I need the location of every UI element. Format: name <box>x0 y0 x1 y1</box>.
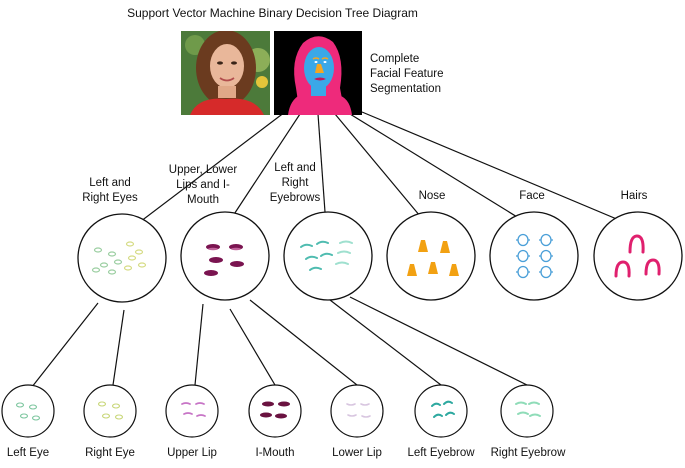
leaf-lower-lip-node <box>330 384 384 438</box>
edge-eyebrows-right-eyebrow <box>349 296 528 386</box>
diagram-title: Support Vector Machine Binary Decision T… <box>127 6 418 20</box>
edge-lips-i-mouth <box>229 308 276 386</box>
leaf-label-upper-lip: Upper Lip <box>167 447 217 459</box>
tree-edges <box>27 111 639 393</box>
category-label-eyebrows: Left and Right Eyebrows <box>269 162 321 204</box>
leaf-right-eye-node <box>83 384 137 438</box>
edge-lips-lower-lip <box>249 299 358 386</box>
leaf-label-right-eye: Right Eye <box>85 447 135 459</box>
category-eyes-node <box>77 213 167 303</box>
edge-root-hairs <box>361 111 639 229</box>
edge-root-lips <box>224 113 301 229</box>
edge-eyes-left-eye <box>27 302 99 393</box>
leaf-label-right-eyebrow: Right Eyebrow <box>490 447 566 459</box>
category-eyebrows-node <box>283 211 373 301</box>
leaf-left-eyebrow-node <box>414 384 468 438</box>
leaf-left-eye-node <box>1 384 55 438</box>
leaf-label-left-eye: Left Eye <box>6 447 50 459</box>
category-label-hairs: Hairs <box>620 190 648 202</box>
leaf-upper-lip-node <box>165 384 219 438</box>
leaf-label-left-eyebrow: Left Eyebrow <box>407 447 475 459</box>
category-label-lips: Upper, Lower Lips and I- Mouth <box>168 164 238 206</box>
category-hairs-node <box>593 211 683 301</box>
original-face-photo <box>181 31 270 115</box>
leaf-label-i-mouth: I-Mouth <box>255 447 295 459</box>
edge-root-nose <box>334 113 431 229</box>
edge-root-eyebrows <box>317 113 327 227</box>
category-face-node <box>489 211 579 301</box>
category-nose-node <box>386 211 476 301</box>
segmentation-map <box>274 31 362 115</box>
root-label: Complete Facial Feature Segmentation <box>370 53 444 95</box>
edge-eyebrows-left-eyebrow <box>329 299 442 386</box>
leaf-label-lower-lip: Lower Lip <box>332 447 382 459</box>
edge-root-face <box>349 113 536 229</box>
category-label-nose: Nose <box>418 190 446 202</box>
category-label-eyes: Left and Right Eyes <box>82 177 138 204</box>
category-lips-node <box>180 211 270 301</box>
edge-eyes-right-eye <box>112 309 125 386</box>
category-label-face: Face <box>519 190 545 202</box>
leaf-right-eyebrow-node <box>500 384 554 438</box>
leaf-i-mouth-node <box>248 384 302 438</box>
edge-root-eyes <box>123 111 286 235</box>
edge-lips-upper-lip <box>194 303 204 386</box>
